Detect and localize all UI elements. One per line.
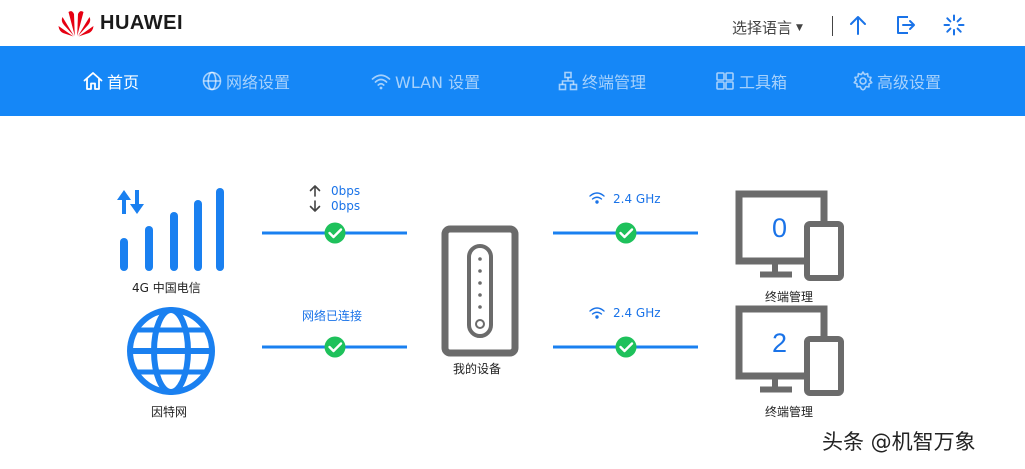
wifi-icon — [589, 192, 605, 204]
signal-bars-icon — [117, 188, 224, 271]
nav-toolbox-label: 工具箱 — [739, 73, 788, 92]
download-speed: 0bps — [331, 199, 361, 213]
wifi-icon — [589, 307, 605, 319]
upload-arrow-icon — [309, 185, 321, 197]
logout-icon[interactable] — [895, 14, 917, 36]
nav-terminal-management[interactable]: 终端管理 — [557, 46, 646, 116]
language-select[interactable]: 选择语言 ▼ — [732, 17, 803, 38]
internet-globe-icon — [127, 307, 215, 395]
gear-icon — [853, 71, 873, 91]
wifi-band-2: 2.4 GHz — [613, 306, 661, 320]
nav-terminal-management-label: 终端管理 — [582, 73, 647, 92]
nav-advanced-settings-label: 高级设置 — [877, 73, 942, 92]
chevron-down-icon: ▼ — [796, 22, 803, 33]
header-divider — [832, 16, 833, 36]
wifi-icon — [371, 74, 391, 90]
brand-name: HUAWEI — [100, 11, 183, 34]
huawei-flower-icon — [58, 11, 94, 37]
status-check-icon — [615, 336, 637, 358]
toolbox-icon — [716, 72, 734, 90]
router-device-icon[interactable] — [441, 225, 519, 357]
router-label: 我的设备 — [453, 362, 502, 376]
terminal-count-2: 2 — [772, 328, 788, 358]
internet-label: 因特网 — [151, 405, 188, 419]
wifi-band-1: 2.4 GHz — [613, 192, 661, 206]
terminal-count-1: 0 — [772, 213, 788, 243]
nav-network-settings[interactable]: 网络设置 — [201, 46, 290, 116]
main-nav: 首页 网络设置 WLAN 设置 — [0, 46, 1025, 116]
home-icon — [83, 72, 103, 90]
status-check-icon — [324, 222, 346, 244]
network-status: 网络已连接 — [302, 309, 363, 323]
nav-advanced-settings[interactable]: 高级设置 — [852, 46, 941, 116]
nav-wlan-settings[interactable]: WLAN 设置 — [370, 46, 480, 116]
terminal-devices-icon[interactable] — [735, 190, 844, 281]
huawei-logo: HUAWEI — [58, 9, 183, 37]
download-arrow-icon — [309, 200, 321, 212]
loading-icon[interactable] — [943, 14, 965, 36]
terminal-label-2[interactable]: 终端管理 — [765, 405, 814, 419]
nav-network-settings-label: 网络设置 — [226, 73, 291, 92]
globe-icon — [202, 71, 222, 91]
terminal-label-1[interactable]: 终端管理 — [765, 290, 814, 304]
language-select-label: 选择语言 — [732, 19, 793, 37]
nav-home[interactable]: 首页 — [82, 46, 139, 116]
status-check-icon — [615, 222, 637, 244]
devices-tree-icon — [558, 71, 578, 91]
nav-wlan-settings-label: WLAN 设置 — [395, 73, 481, 92]
terminal-devices-icon[interactable] — [735, 305, 844, 396]
top-header: HUAWEI 选择语言 ▼ — [0, 0, 1025, 46]
cellular-label: 4G 中国电信 — [132, 281, 201, 295]
watermark: 头条 @机智万象 — [822, 430, 976, 454]
upload-speed: 0bps — [331, 184, 361, 198]
status-check-icon — [324, 336, 346, 358]
nav-home-label: 首页 — [107, 73, 140, 92]
nav-toolbox[interactable]: 工具箱 — [714, 46, 787, 116]
upgrade-icon[interactable] — [847, 14, 869, 36]
